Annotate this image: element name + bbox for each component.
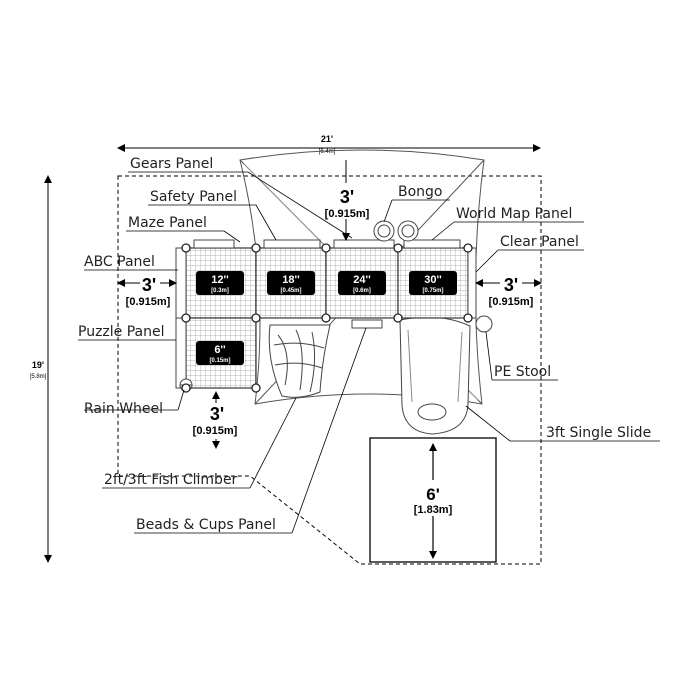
component-labels: Gears Panel Safety Panel Maze Panel ABC … bbox=[78, 156, 651, 533]
deck-12-metric: [0.3m] bbox=[211, 288, 229, 294]
abc-panel-shape bbox=[175, 247, 187, 319]
deck-height-tags: 12'' [0.3m] 18'' [0.45m] 24'' [0.6m] 30'… bbox=[196, 271, 457, 365]
gears-panel-shape bbox=[333, 239, 395, 249]
beads-cups-panel-label: Beads & Cups Panel bbox=[136, 517, 276, 533]
safety-panel-label: Safety Panel bbox=[150, 189, 237, 205]
deck-6-metric: [0.15m] bbox=[209, 358, 230, 364]
deck-18-metric: [0.45m] bbox=[280, 288, 301, 294]
clear-panel-shape bbox=[467, 247, 477, 319]
slide-clearance-box bbox=[369, 437, 497, 563]
single-slide bbox=[399, 316, 471, 435]
slide-clearance-ft: 6' bbox=[426, 485, 440, 504]
deck-18-height: 18'' bbox=[282, 274, 300, 286]
leader-lines bbox=[78, 171, 660, 534]
puzzle-panel-label: Puzzle Panel bbox=[78, 324, 165, 340]
gears-panel-label: Gears Panel bbox=[130, 156, 213, 172]
world-map-panel-label: World Map Panel bbox=[456, 206, 572, 222]
left-clearance-dimension: 3' [0.915m] bbox=[117, 274, 177, 308]
deck-30-height: 30'' bbox=[424, 274, 442, 286]
left-clearance-m: [0.915m] bbox=[126, 296, 171, 308]
abc-panel-label: ABC Panel bbox=[84, 254, 155, 270]
fish-climber bbox=[268, 324, 331, 398]
bottom-clearance-dimension: 3' [0.915m] bbox=[184, 391, 250, 449]
overall-width-ft: 21' bbox=[321, 134, 333, 144]
safety-zone-boundary bbox=[117, 175, 542, 565]
bongo-label: Bongo bbox=[398, 184, 443, 200]
maze-panel-shape bbox=[193, 239, 235, 249]
fish-climber-label: 2ft/3ft Fish Climber bbox=[104, 472, 238, 488]
slide-clearance-m: [1.83m] bbox=[414, 504, 453, 516]
overall-width-m: [6.4m] bbox=[319, 149, 336, 155]
clear-panel-label: Clear Panel bbox=[500, 234, 579, 250]
deck-6-height: 6'' bbox=[214, 344, 226, 356]
right-clearance-m: [0.915m] bbox=[489, 296, 534, 308]
overall-depth-m: [5.8m] bbox=[30, 374, 47, 380]
slide-clearance-dimension: 6' [1.83m] bbox=[412, 443, 454, 559]
top-clearance-dimension: 3' [0.915m] bbox=[314, 160, 380, 241]
deck-24-height: 24'' bbox=[353, 274, 371, 286]
deck-30-metric: [0.75m] bbox=[422, 288, 443, 294]
bottom-clearance-ft: 3' bbox=[210, 404, 224, 424]
top-clearance-m: [0.915m] bbox=[325, 208, 370, 220]
pe-stool bbox=[475, 315, 493, 333]
top-clearance-ft: 3' bbox=[340, 187, 354, 207]
safety-panel-shape bbox=[263, 239, 321, 249]
overall-depth-ft: 19' bbox=[32, 360, 44, 370]
deck-24-metric: [0.6m] bbox=[353, 288, 371, 294]
maze-panel-label: Maze Panel bbox=[128, 215, 207, 231]
bottom-clearance-m: [0.915m] bbox=[193, 425, 238, 437]
pe-stool-label: PE Stool bbox=[494, 364, 551, 380]
right-clearance-dimension: 3' [0.915m] bbox=[475, 274, 542, 308]
single-slide-label: 3ft Single Slide bbox=[546, 425, 651, 441]
left-clearance-ft: 3' bbox=[142, 275, 156, 295]
deck-12-height: 12'' bbox=[211, 274, 229, 286]
world-map-panel-shape bbox=[403, 239, 461, 249]
rain-wheel-label: Rain Wheel bbox=[84, 401, 163, 417]
puzzle-panel-shape bbox=[175, 317, 187, 389]
overall-depth-dimension: 19' [5.8m] bbox=[30, 175, 52, 563]
beads-cups-panel bbox=[351, 319, 383, 329]
overall-width-dimension: 21' [6.4m] bbox=[117, 134, 541, 155]
bongo bbox=[373, 220, 419, 242]
right-clearance-ft: 3' bbox=[504, 275, 518, 295]
